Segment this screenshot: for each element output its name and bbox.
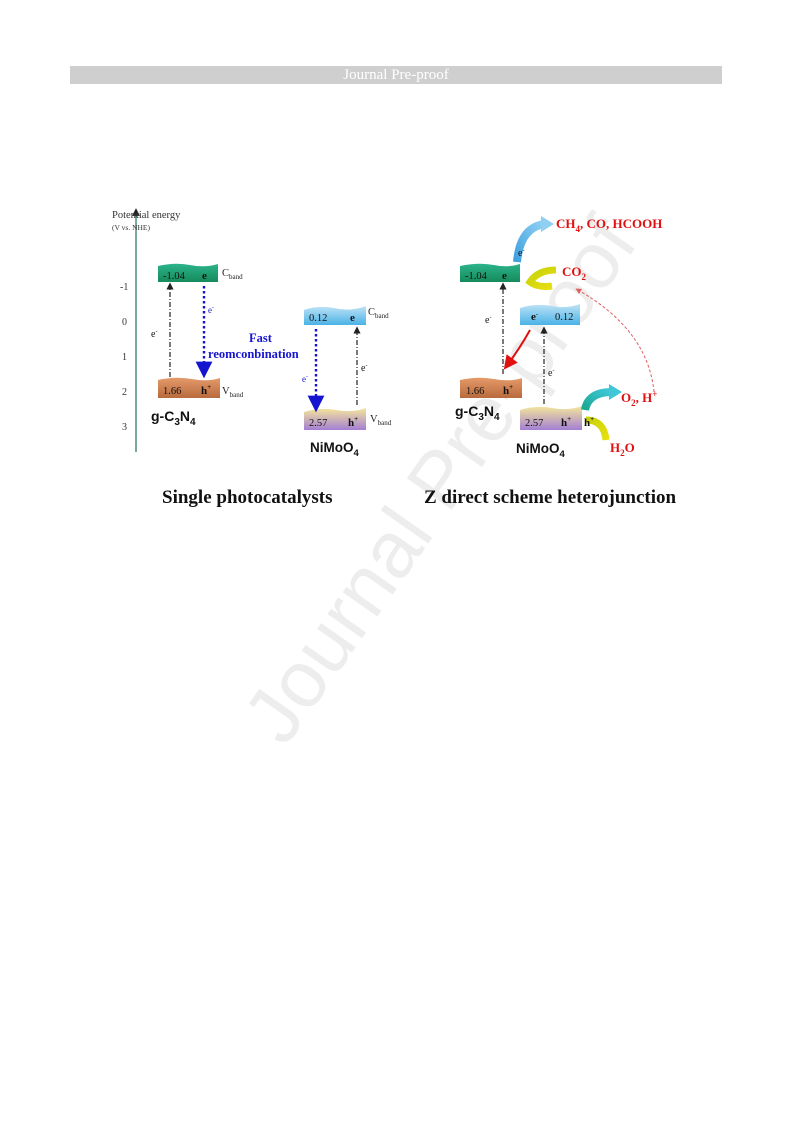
nimoo4-cb-value: 0.12 xyxy=(309,313,327,324)
h2o-arc xyxy=(585,416,610,441)
electron-label: e xyxy=(350,312,355,324)
h2o-label: H2O xyxy=(610,440,635,458)
vband-label: Vband xyxy=(370,414,392,427)
tick-label: -1 xyxy=(120,282,128,293)
nimoo4-label: NiMoO4 xyxy=(310,440,360,459)
reduction-arrowhead xyxy=(541,216,554,232)
nimoo4-vb-value: 2.57 xyxy=(309,418,327,429)
reduction-products: CH4, CO, HCOOH xyxy=(556,216,662,234)
nimoo4-label: NiMoO4 xyxy=(516,441,566,460)
axis-subtitle: (V vs. NHE) xyxy=(112,223,150,232)
gcn-vb-value: 1.66 xyxy=(466,386,484,397)
vband-label: Vband xyxy=(222,386,244,399)
nimoo4-conduction-band xyxy=(520,304,580,325)
electron-label: e xyxy=(202,270,207,282)
nimoo4-valence-band xyxy=(304,408,366,430)
o2-label: O2, H+ xyxy=(621,389,657,408)
hole-label: h+ xyxy=(503,383,513,397)
gcn-valence-band xyxy=(158,377,220,398)
recombination-text: reomconbination xyxy=(208,347,299,361)
hole-label: h+ xyxy=(561,415,571,429)
gcn-conduction-band xyxy=(460,263,520,282)
cband-label: Cband xyxy=(222,268,243,281)
nimoo4-conduction-band xyxy=(304,306,366,325)
header-title: Journal Pre-proof xyxy=(343,67,449,83)
gcn-cb-value: -1.04 xyxy=(163,271,186,282)
nimoo4-vb-value: 2.57 xyxy=(525,418,543,429)
gcn-cb-value: -1.04 xyxy=(465,271,488,282)
reduction-arc xyxy=(513,220,545,263)
electron-label: e- xyxy=(548,368,554,379)
electron-label: e- xyxy=(485,315,491,326)
axis-title: Potential energy xyxy=(112,210,181,221)
tick-label: 3 xyxy=(122,422,127,433)
hole-label: h+ xyxy=(201,383,211,397)
electron-label: e- xyxy=(518,248,524,259)
gcn-label: g-C3N4 xyxy=(151,408,196,428)
tick-label: 0 xyxy=(122,317,127,328)
z-scheme-transfer-arrow xyxy=(503,329,531,370)
gcn-conduction-band xyxy=(158,263,218,282)
nimoo4-cb-value: 0.12 xyxy=(555,312,573,323)
electron-label: e- xyxy=(151,329,157,340)
hole-label: h+ xyxy=(584,415,594,429)
right-panel: -1.04 e 1.66 h+ e- g-C3N4 e- 0.12 2.57 h… xyxy=(455,216,662,460)
nimoo4-valence-band xyxy=(520,406,582,430)
electron-label: e xyxy=(502,270,507,282)
fast-text: Fast xyxy=(249,331,273,345)
hole-label: h+ xyxy=(348,415,358,429)
potential-axis: Potential energy (V vs. NHE) -1 0 1 2 3 xyxy=(112,208,181,452)
journal-header-bar: Journal Pre-proof xyxy=(70,66,722,84)
left-caption: Single photocatalysts xyxy=(162,487,333,508)
co2-label: CO2 xyxy=(562,264,587,282)
gcn-valence-band xyxy=(460,377,522,398)
electron-label: e- xyxy=(531,311,538,323)
tick-label: 2 xyxy=(122,387,127,398)
electron-label: e- xyxy=(361,363,367,374)
gcn-vb-value: 1.66 xyxy=(163,386,181,397)
proton-transfer-arc xyxy=(575,288,655,393)
oxidation-arc xyxy=(581,388,613,411)
tick-label: 1 xyxy=(122,352,127,363)
left-panel: -1.04 e Cband 1.66 h+ Vband e- e- g-C3N4… xyxy=(151,263,392,459)
cband-label: Cband xyxy=(368,307,389,320)
electron-label: e- xyxy=(208,305,214,315)
oxidation-arrowhead xyxy=(609,384,622,400)
co2-arc xyxy=(525,266,557,290)
right-caption: Z direct scheme heterojunction xyxy=(424,487,677,508)
electron-label: e- xyxy=(302,374,308,384)
gcn-label: g-C3N4 xyxy=(455,403,500,423)
